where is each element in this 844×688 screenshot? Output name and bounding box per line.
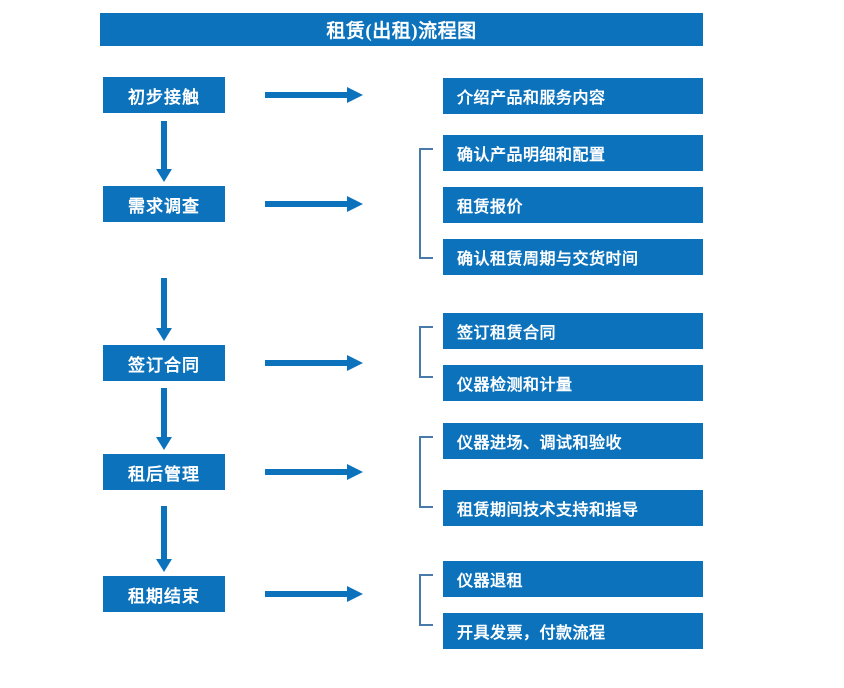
arrow-shaft: [265, 591, 349, 597]
detail-box-3[interactable]: 租赁报价: [443, 187, 703, 223]
group-bracket-icon-2: [419, 326, 433, 378]
arrow-shaft: [265, 92, 349, 98]
arrow-head: [347, 464, 363, 480]
group-bracket-icon-1: [419, 148, 433, 259]
arrow-right-icon-3: [265, 355, 363, 371]
detail-box-8[interactable]: 租赁期间技术支持和指导: [443, 490, 703, 526]
group-bracket-icon-4: [419, 574, 433, 626]
arrow-shaft: [265, 201, 349, 207]
arrow-head: [156, 328, 172, 341]
arrow-down-icon-1: [156, 121, 172, 182]
arrow-right-icon-4: [265, 464, 363, 480]
detail-box-6[interactable]: 仪器检测和计量: [443, 365, 703, 401]
arrow-head: [347, 586, 363, 602]
arrow-shaft: [265, 360, 349, 366]
arrow-head: [347, 196, 363, 212]
arrow-head: [347, 355, 363, 371]
arrow-down-icon-2: [156, 278, 172, 341]
detail-box-1[interactable]: 介绍产品和服务内容: [443, 78, 703, 114]
arrow-shaft: [161, 121, 167, 170]
arrow-shaft: [265, 469, 349, 475]
stage-box-1[interactable]: 初步接触: [103, 77, 225, 113]
arrow-shaft: [161, 388, 167, 438]
page-title: 租赁(出租)流程图: [100, 13, 703, 46]
arrow-right-icon-1: [265, 87, 363, 103]
arrow-head: [347, 87, 363, 103]
arrow-head: [156, 559, 172, 572]
detail-box-5[interactable]: 签订租赁合同: [443, 313, 703, 349]
arrow-down-icon-3: [156, 388, 172, 450]
stage-box-3[interactable]: 签订合同: [103, 345, 225, 381]
detail-box-7[interactable]: 仪器进场、调试和验收: [443, 423, 703, 459]
stage-box-2[interactable]: 需求调查: [103, 186, 225, 222]
group-bracket-icon-3: [419, 436, 433, 508]
arrow-down-icon-4: [156, 506, 172, 572]
arrow-shaft: [161, 278, 167, 329]
detail-box-10[interactable]: 开具发票，付款流程: [443, 613, 703, 649]
arrow-shaft: [161, 506, 167, 560]
stage-box-4[interactable]: 租后管理: [103, 454, 225, 490]
stage-box-5[interactable]: 租期结束: [103, 576, 225, 612]
detail-box-4[interactable]: 确认租赁周期与交货时间: [443, 239, 703, 275]
arrow-right-icon-2: [265, 196, 363, 212]
detail-box-2[interactable]: 确认产品明细和配置: [443, 135, 703, 171]
detail-box-9[interactable]: 仪器退租: [443, 561, 703, 597]
arrow-head: [156, 437, 172, 450]
arrow-right-icon-5: [265, 586, 363, 602]
arrow-head: [156, 169, 172, 182]
